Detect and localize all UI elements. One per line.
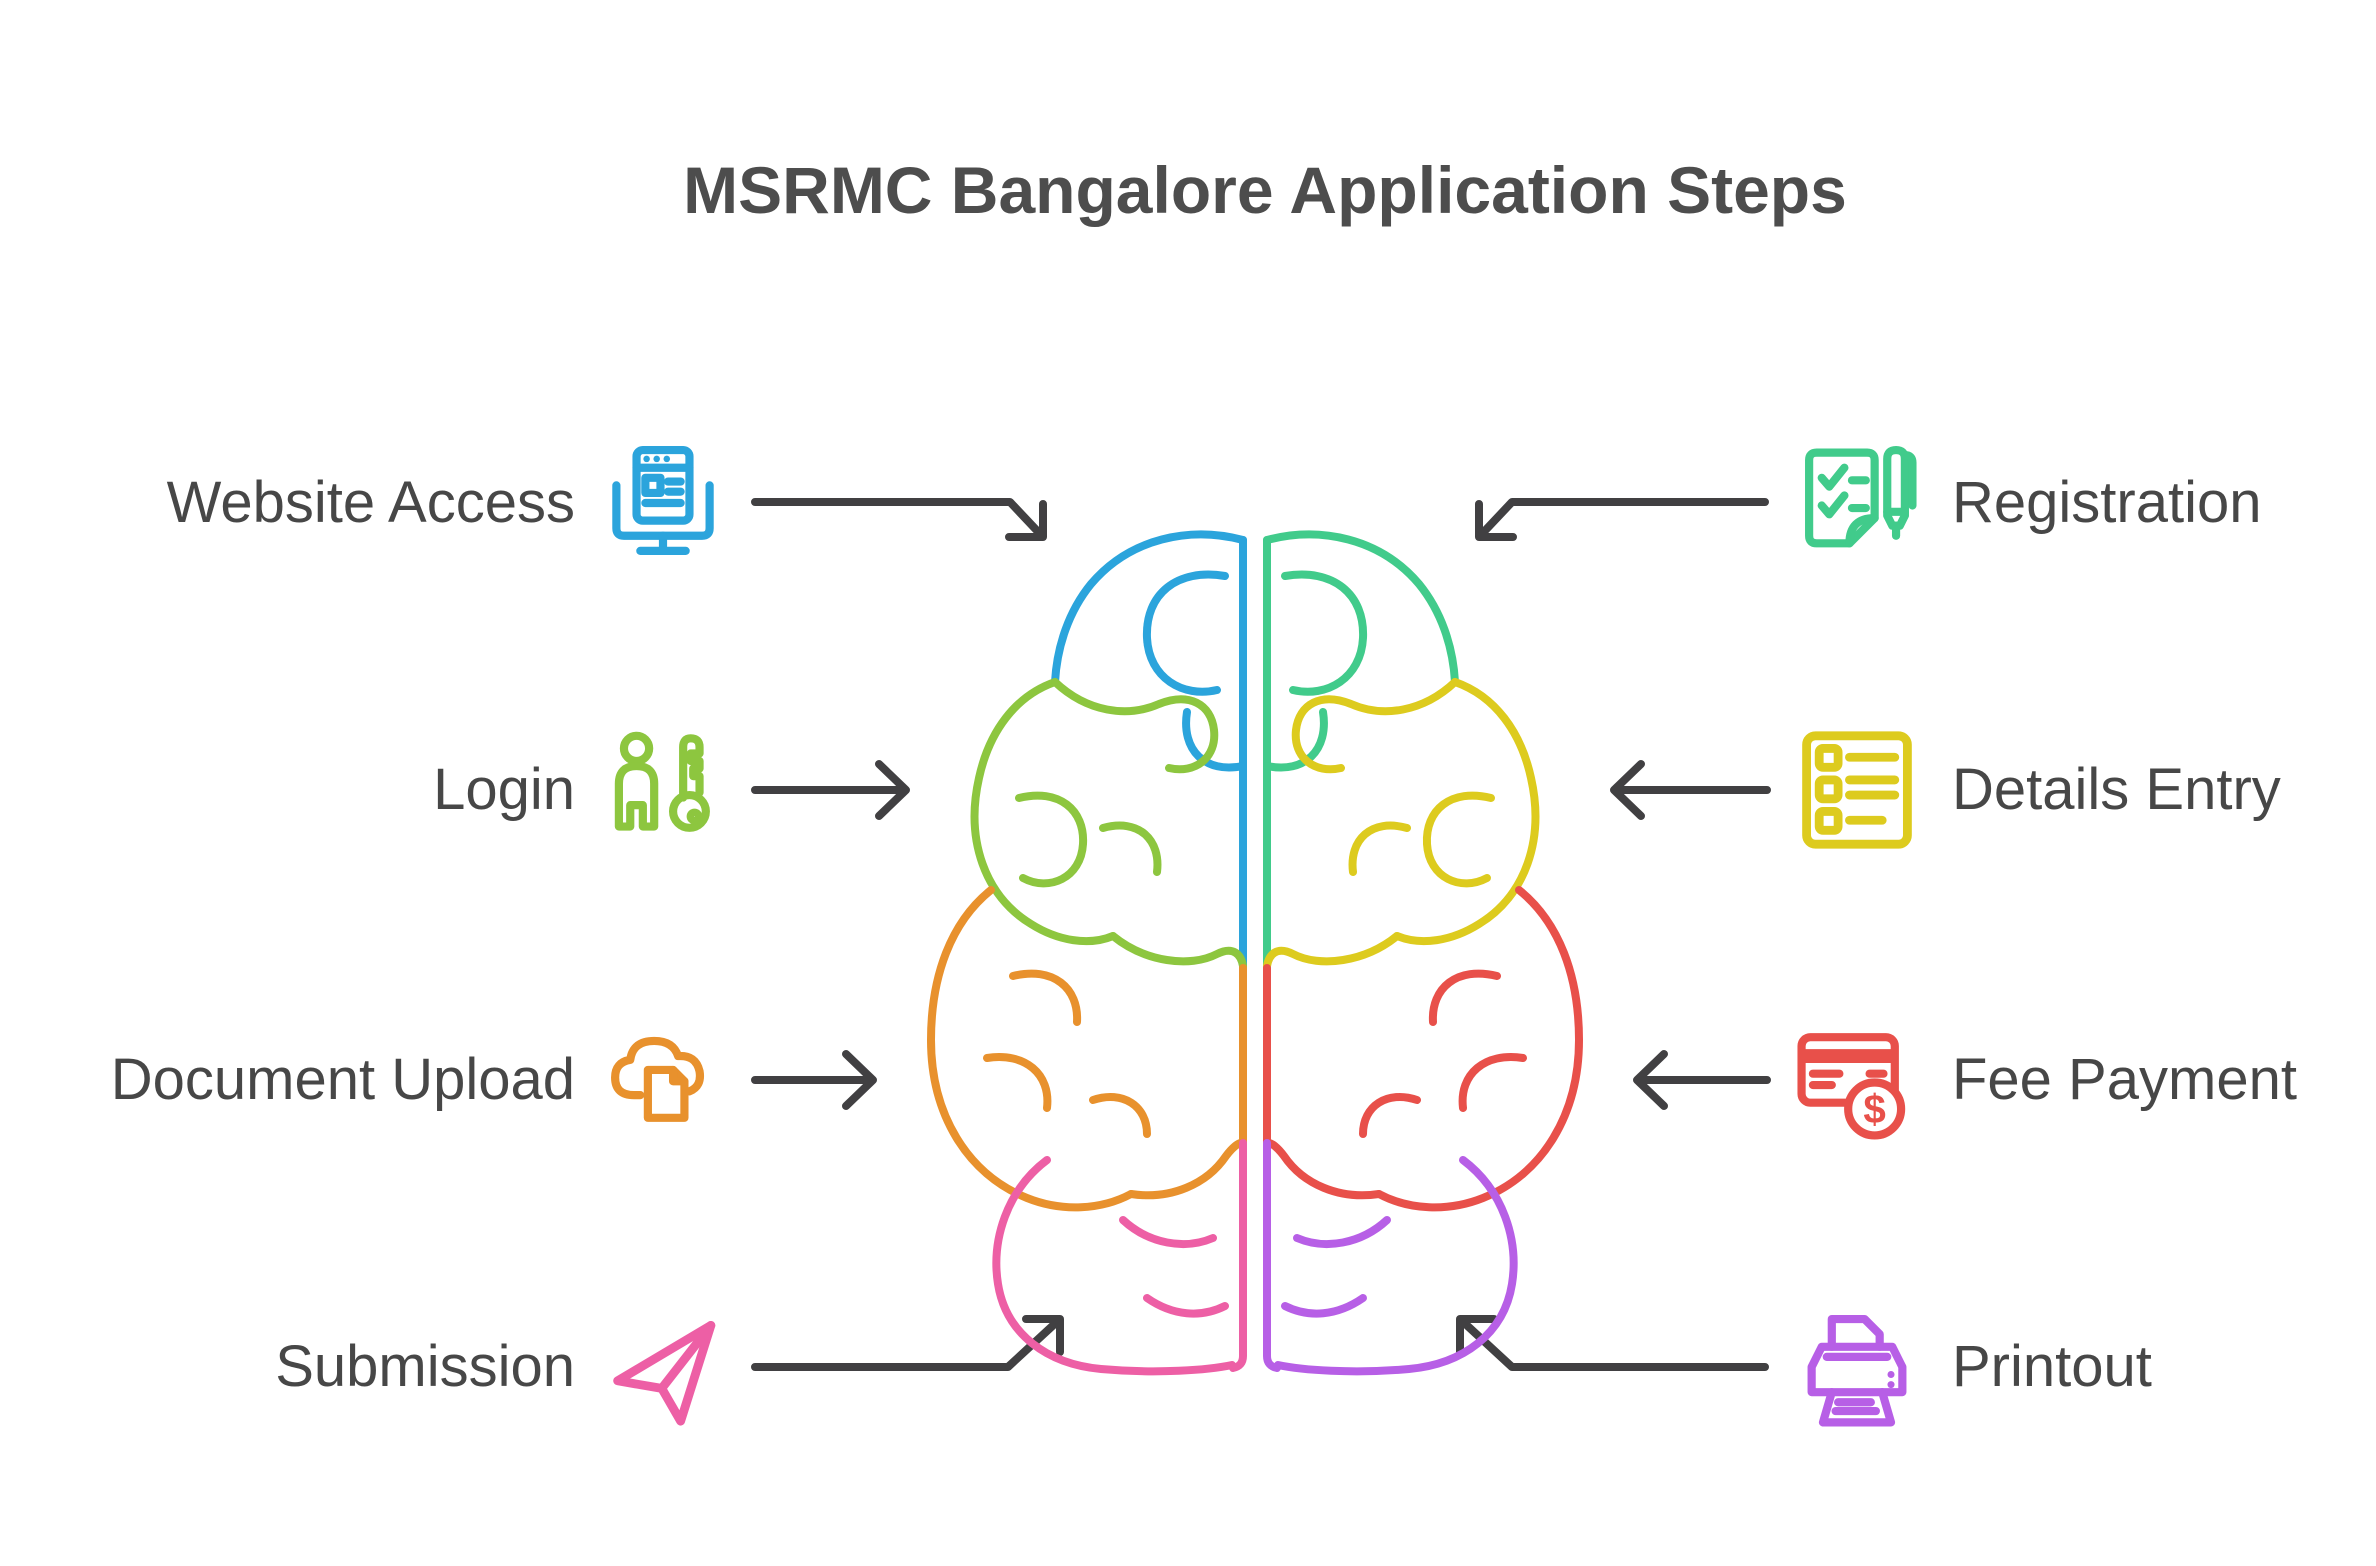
arrow-details-entry	[1610, 760, 1771, 820]
brain-region-bottom-right	[1263, 1139, 1518, 1376]
label-login: Login	[433, 757, 575, 822]
arrow-fee-payment	[1633, 1050, 1771, 1110]
brain-region-top-left	[1051, 530, 1247, 972]
label-registration: Registration	[1952, 470, 2262, 535]
person-key-icon	[614, 731, 710, 832]
label-fee-payment: Fee Payment	[1952, 1047, 2297, 1112]
form-list-icon	[1802, 731, 1912, 849]
brain-region-top-right	[1263, 530, 1459, 972]
paper-plane-icon	[613, 1320, 716, 1426]
brain-region-upper-left	[970, 678, 1247, 970]
brain-region-upper-right	[1263, 678, 1540, 970]
label-submission: Submission	[275, 1334, 575, 1399]
brain-region-lower-right	[1263, 886, 1583, 1212]
label-website-access: Website Access	[166, 470, 575, 535]
website-monitor-icon	[612, 445, 714, 555]
arrow-submission	[751, 1315, 1064, 1371]
page-title: MSRMC Bangalore Application Steps	[683, 153, 1847, 227]
brain-region-bottom-left	[992, 1139, 1247, 1376]
credit-card-dollar-icon: $	[1797, 1033, 1906, 1140]
svg-text:$: $	[1863, 1086, 1885, 1132]
brain-illustration	[927, 530, 1583, 1376]
arrow-website-access	[751, 498, 1047, 541]
arrow-document-upload	[751, 1050, 877, 1110]
checklist-pen-icon	[1805, 445, 1917, 548]
printer-icon	[1807, 1314, 1907, 1427]
cloud-document-icon	[611, 1036, 705, 1122]
label-printout: Printout	[1952, 1334, 2152, 1399]
arrow-login	[751, 760, 910, 820]
label-details-entry: Details Entry	[1952, 757, 2281, 822]
arrow-printout	[1456, 1315, 1769, 1371]
brain-region-lower-left	[927, 886, 1247, 1212]
label-document-upload: Document Upload	[110, 1047, 575, 1112]
arrow-registration	[1475, 498, 1769, 541]
